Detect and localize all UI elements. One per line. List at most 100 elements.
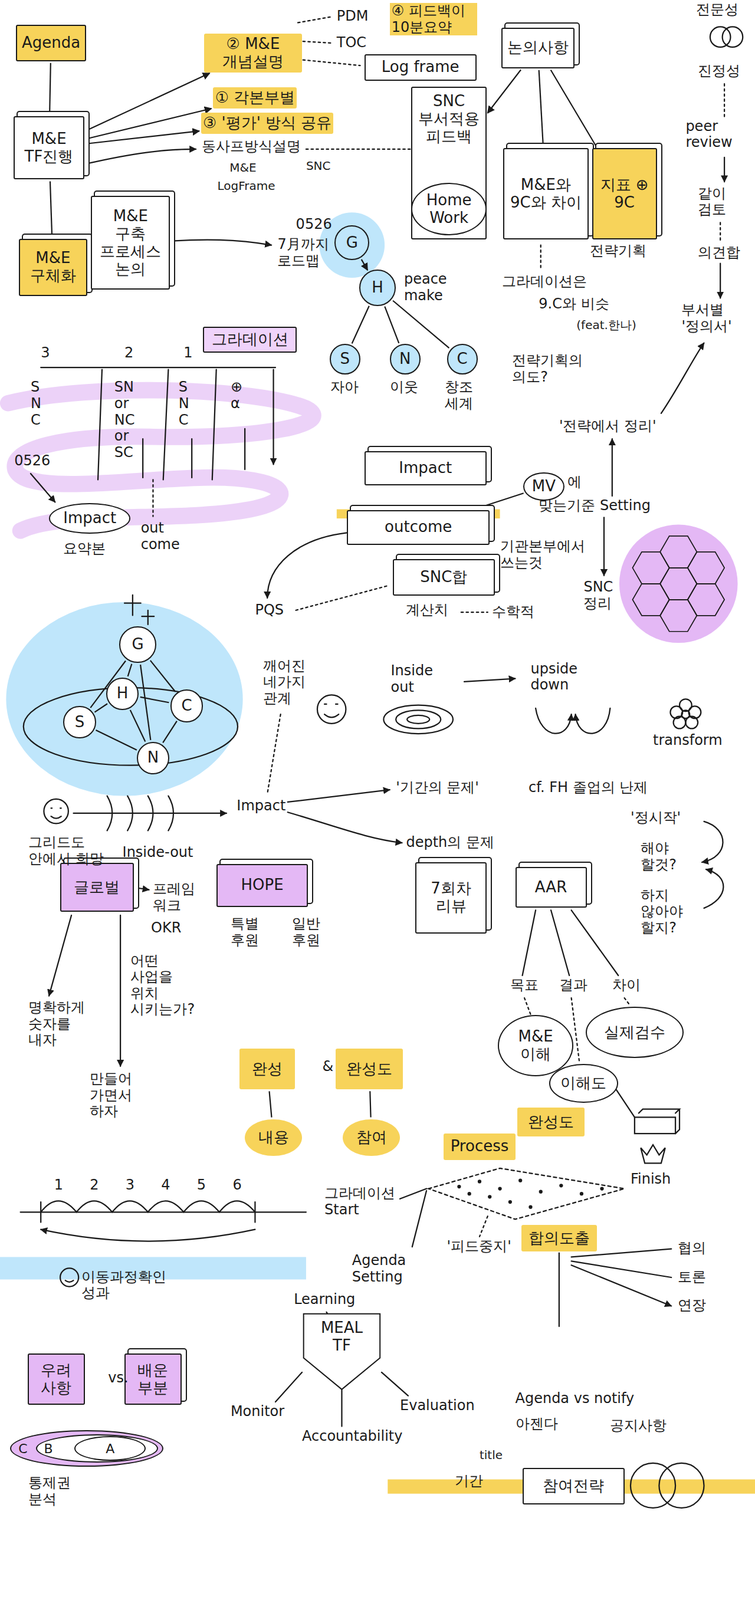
note-text: 어떤 사업을 위치 시키는가?: [130, 953, 202, 1019]
highlight-marks: [0, 212, 755, 1495]
note-text: Agenda vs notify: [515, 1390, 635, 1408]
sketch-lines: [518, 1179, 523, 1183]
sketch-lines: [275, 1312, 409, 1427]
note-text: Inside-out: [122, 844, 194, 862]
node-text: SNC 부서적용 피드백: [417, 92, 481, 146]
sketch-lines: [632, 536, 725, 632]
thought-cloud: 이해도: [549, 1064, 619, 1104]
node-text: 논의사항: [507, 38, 569, 57]
highlight-note: 완성도: [517, 1107, 585, 1137]
node-text: G: [346, 234, 359, 252]
process-box: M&E 구축 프로세스 논의: [90, 195, 170, 290]
node-text: N: [147, 749, 159, 767]
sketch-lines: [30, 473, 56, 502]
note-text: ⊕ α: [230, 379, 245, 412]
purple-swirl: [8, 390, 314, 531]
connector: [140, 664, 151, 741]
sketch-lines: [559, 1183, 563, 1188]
note-text: 프레임 워크: [152, 881, 192, 914]
node-text: 이해도: [560, 1074, 607, 1093]
strategy-box: 참여전략: [522, 1468, 625, 1505]
god-circle: G: [334, 225, 370, 261]
highlight-note: Process: [443, 1133, 515, 1161]
node-text: C: [181, 697, 192, 715]
node-text: MV: [532, 477, 556, 496]
sketch-lines: [722, 26, 744, 48]
node-text: AAR: [534, 878, 567, 897]
note-text: 2: [89, 1177, 99, 1194]
sketch-lines: [685, 716, 698, 730]
sketch-lines: [119, 915, 121, 1067]
relation-circle: N: [389, 343, 421, 375]
note-text: OKR: [151, 920, 182, 937]
sketch-lines: [142, 369, 274, 478]
node-text: B: [44, 1441, 54, 1457]
sketch-lines: [20, 16, 744, 1509]
note-text: 3: [40, 345, 50, 362]
sketch-lines: [687, 552, 725, 584]
sketch-lines: [467, 1192, 472, 1196]
connector: [140, 697, 170, 703]
sketch-lines: [540, 245, 542, 271]
sketch-lines: [457, 1184, 461, 1189]
node-text: Log frame: [381, 58, 460, 77]
sum-box: SNC합: [392, 559, 495, 596]
sketch-lines: [428, 1168, 625, 1220]
node-text: 참여전략: [542, 1477, 604, 1496]
note-text: 그라데이션은: [501, 273, 587, 291]
impact-box: Impact: [364, 451, 488, 487]
note-text: &: [322, 1058, 334, 1076]
note-text: Finish: [630, 1171, 671, 1188]
sketch-lines: [477, 1179, 482, 1184]
agenda-box: Agenda: [15, 24, 87, 62]
thought-cloud: M&E 이해: [497, 1015, 574, 1077]
note-text: 그리드도 안에서 희망: [28, 834, 110, 868]
sketch-lines: [267, 532, 347, 599]
connector: [50, 181, 52, 237]
note-text: 공지사항: [609, 1417, 667, 1435]
node-text: C: [456, 350, 468, 369]
sketch-lines: [670, 706, 683, 719]
note-text: 1: [183, 345, 193, 362]
node-text: M&E 이해: [510, 1028, 561, 1064]
sketch-lines: [65, 1280, 74, 1283]
learned-box: 배운 부분: [124, 1353, 182, 1405]
node-text: ① 각본부별: [215, 89, 296, 107]
note-text: 3: [125, 1177, 135, 1194]
note-text: 창조 세계: [444, 379, 486, 412]
topic-box: 논의사항: [501, 27, 575, 69]
node-text: Agenda: [21, 34, 81, 52]
note-text: 6: [232, 1177, 242, 1194]
note-text: 전문성: [696, 1, 739, 19]
note-text: (feat.한나): [576, 318, 636, 333]
node-text: N: [399, 350, 411, 369]
node-text: Impact: [398, 459, 452, 478]
note-text: 특별 후원: [230, 916, 268, 949]
note-text: Accountability: [302, 1428, 403, 1446]
sketch-lines: [723, 83, 725, 117]
sketch-lines: [50, 808, 61, 819]
note-text: 목표: [510, 977, 539, 994]
node-text: M&E와 9C와 차이: [509, 176, 583, 212]
sketch-lines: [528, 1205, 533, 1210]
note-text: 0526: [296, 216, 333, 233]
relation-circle: C: [170, 689, 203, 722]
node-text: 완성도: [527, 1113, 574, 1132]
sketch-lines: [660, 568, 697, 600]
note-text: '기간의 문제': [395, 779, 479, 797]
feedback-box: SNC 부서적용 피드백 Home Work: [411, 86, 487, 240]
sketch-lines: [20, 1202, 307, 1223]
sketch-lines: [87, 149, 196, 164]
shield-outline: [303, 1314, 381, 1390]
node-text: 합의도출: [528, 1229, 590, 1248]
connector: [487, 69, 522, 113]
global-box: 글로벌: [60, 862, 134, 912]
sketch-lines: [603, 517, 605, 576]
sketch-lines: [661, 343, 705, 414]
node-text: outcome: [384, 518, 452, 537]
node-text: 지표 ⊕ 9C: [598, 176, 652, 212]
homework-ellipse: Home Work: [411, 182, 487, 236]
connector: [94, 703, 108, 712]
task-box: M&E TF진행: [13, 116, 85, 180]
highlight-marks: [5, 602, 243, 797]
